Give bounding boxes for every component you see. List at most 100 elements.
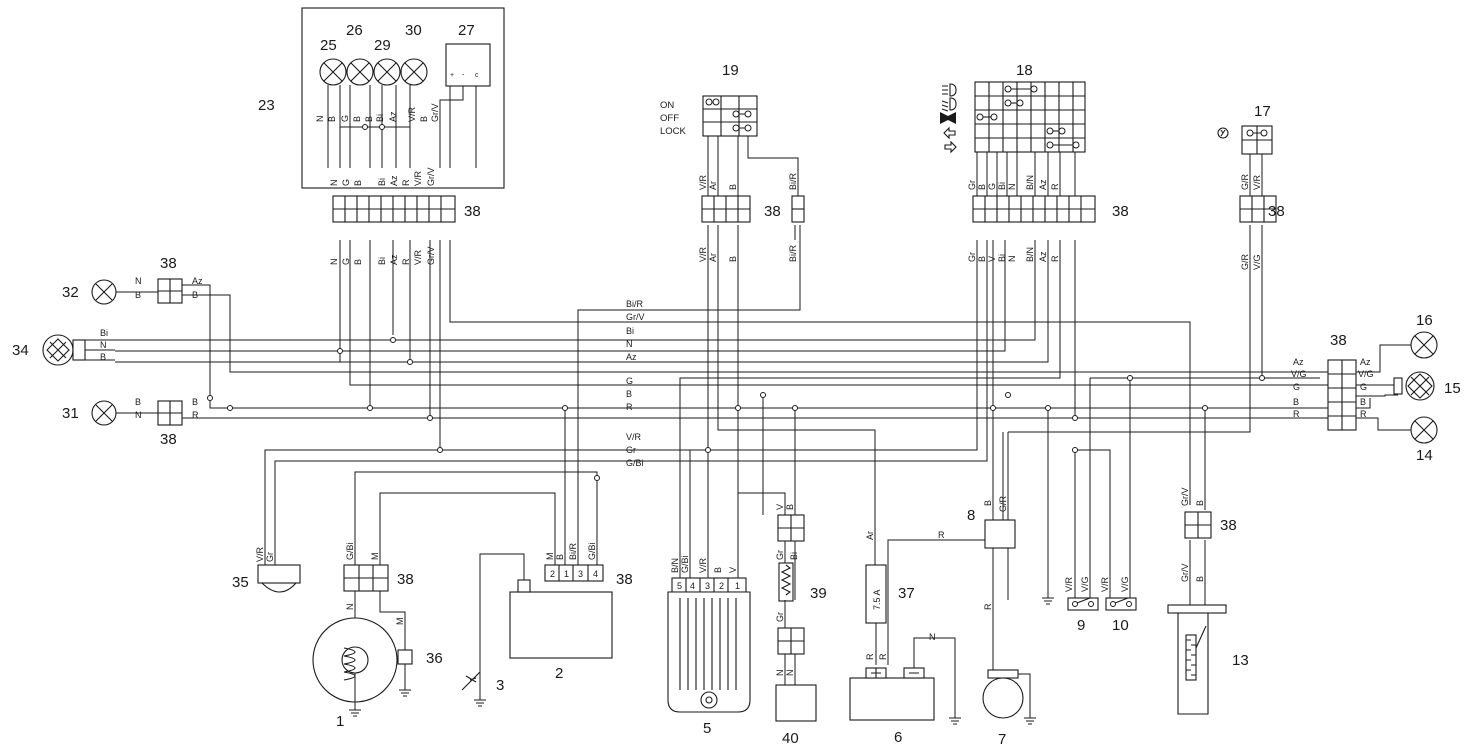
wire-color-label: Ar: [708, 253, 718, 262]
switch-10: [1105, 597, 1137, 611]
wire-color-label: V/G: [1291, 369, 1307, 379]
wire-color-label: B: [1293, 397, 1299, 407]
wire-color-label: G/R: [1240, 173, 1250, 190]
wire-color-label: Az: [389, 254, 399, 265]
label-30: 30: [405, 22, 422, 39]
fuel-sender-13: [1167, 604, 1227, 715]
wire-color-label: Az: [1360, 357, 1371, 367]
starter-motor-7: [982, 669, 1036, 725]
wire-color-label: B: [1195, 576, 1205, 582]
wire-color-label: B: [353, 259, 363, 265]
wire-color-label: G: [1360, 382, 1367, 392]
wire-color-label: V/G: [1120, 576, 1130, 592]
wire-color-label: R: [865, 653, 875, 660]
wire-color-label: G/Bi: [345, 542, 355, 560]
wire-color-label: Gr: [775, 612, 785, 622]
wire-color-label: R: [401, 179, 411, 186]
lamp-25: [319, 58, 347, 86]
connector-ignition: [701, 195, 805, 223]
starter-relay-8: [984, 432, 1016, 670]
wire-color-label: V/R: [698, 174, 708, 190]
wire-color-label: Gr/V: [1180, 487, 1190, 506]
wire-color-label: N: [1007, 256, 1017, 263]
label-31: 31: [62, 405, 79, 422]
wire-color-label: N: [100, 340, 107, 350]
label-2: 2: [555, 665, 563, 682]
unit-40: [775, 684, 817, 722]
connector-39-top: [777, 514, 805, 542]
wire-color-label: G: [987, 183, 997, 190]
lamp-30: [400, 58, 428, 86]
horn-35: [257, 564, 301, 593]
wire-color-label: Bi: [789, 552, 799, 560]
wire-color-label: Gr/V: [426, 246, 436, 265]
wire-color-label: V/R: [407, 106, 417, 122]
wire-color-label: V/R: [698, 557, 708, 573]
wire-color-label: 3: [705, 581, 710, 591]
wire-color-label: B: [1195, 500, 1205, 506]
wire-color-label: V/R: [698, 246, 708, 262]
wire-color-label: Gr: [626, 445, 636, 455]
wire-color-label: B: [555, 554, 565, 560]
wire-color-label: B: [100, 352, 106, 362]
lamp-32: [91, 279, 158, 305]
wire-color-label: B: [192, 397, 198, 407]
label-38: 38: [160, 255, 177, 272]
fuse-rating: 7.5 A: [872, 589, 882, 610]
wire-color-label: 2: [719, 581, 724, 591]
wires: [115, 225, 1320, 605]
wire-color-label: B: [135, 290, 141, 300]
wire-color-label: N: [135, 410, 142, 420]
wire-color-label: Gr: [265, 552, 275, 562]
wire-color-label: G: [341, 179, 351, 186]
wire-color-label: Gr: [967, 252, 977, 262]
wire-color-label: B: [192, 290, 198, 300]
wire-color-label: Az: [626, 352, 637, 362]
wire-color-label: B: [728, 184, 738, 190]
turn-right-icon: [944, 140, 957, 154]
wire-color-label: 5: [677, 581, 682, 591]
wire-color-label: Bi/R: [788, 172, 798, 190]
wire-color-label: R: [1293, 409, 1300, 419]
wire-color-label: G/R: [1240, 253, 1250, 270]
label-15: 15: [1444, 380, 1461, 397]
wire-color-label: B: [327, 116, 337, 122]
label-36: 36: [426, 650, 443, 667]
wire-color-label: 4: [690, 581, 695, 591]
wire-color-label: R: [938, 530, 945, 540]
connector-13: [1184, 511, 1212, 539]
wire-color-label: +: [450, 72, 454, 79]
label-10: 10: [1112, 617, 1129, 634]
wire-color-label: Az: [192, 276, 203, 286]
component-numbers: 1 2 3 5 6 7 8 9 10 13 14 15 16 17 18 19 …: [12, 22, 1461, 748]
wire-color-label: Gr: [775, 550, 785, 560]
label-32: 32: [62, 284, 79, 301]
wire-color-label: B: [419, 116, 429, 122]
lamp-31: [91, 400, 158, 426]
connector-31: [157, 400, 183, 426]
wire-color-label: B: [1360, 397, 1366, 407]
wire-color-label: B: [983, 500, 993, 506]
wire-color-label: 3: [578, 569, 583, 579]
cdi-unit-2: [479, 553, 613, 672]
wire-color-label: V/R: [1100, 576, 1110, 592]
wire-color-label: R: [401, 258, 411, 265]
label-23: 23: [258, 97, 275, 114]
wire-color-label: N: [135, 276, 142, 286]
label-38: 38: [616, 571, 633, 588]
wire-color-label: Az: [389, 175, 399, 186]
label-1: 1: [336, 713, 344, 730]
wire-color-label: B: [353, 180, 363, 186]
wire-color-label: B/N: [670, 558, 680, 573]
label-25: 25: [320, 37, 337, 54]
wire-color-label: G/Bi: [680, 555, 690, 573]
wire-color-label: -: [462, 72, 465, 79]
wire-color-label: G/R: [998, 495, 1008, 512]
wire-color-label: V/R: [413, 249, 423, 265]
wire-color-label: N: [315, 116, 325, 123]
wire-color-label: G/Bi: [626, 458, 644, 468]
ignition-switch: ON OFF LOCK: [660, 95, 799, 196]
wire-color-label: G: [341, 258, 351, 265]
label-9: 9: [1077, 617, 1085, 634]
connector-handlebar-switch: [972, 195, 1096, 223]
